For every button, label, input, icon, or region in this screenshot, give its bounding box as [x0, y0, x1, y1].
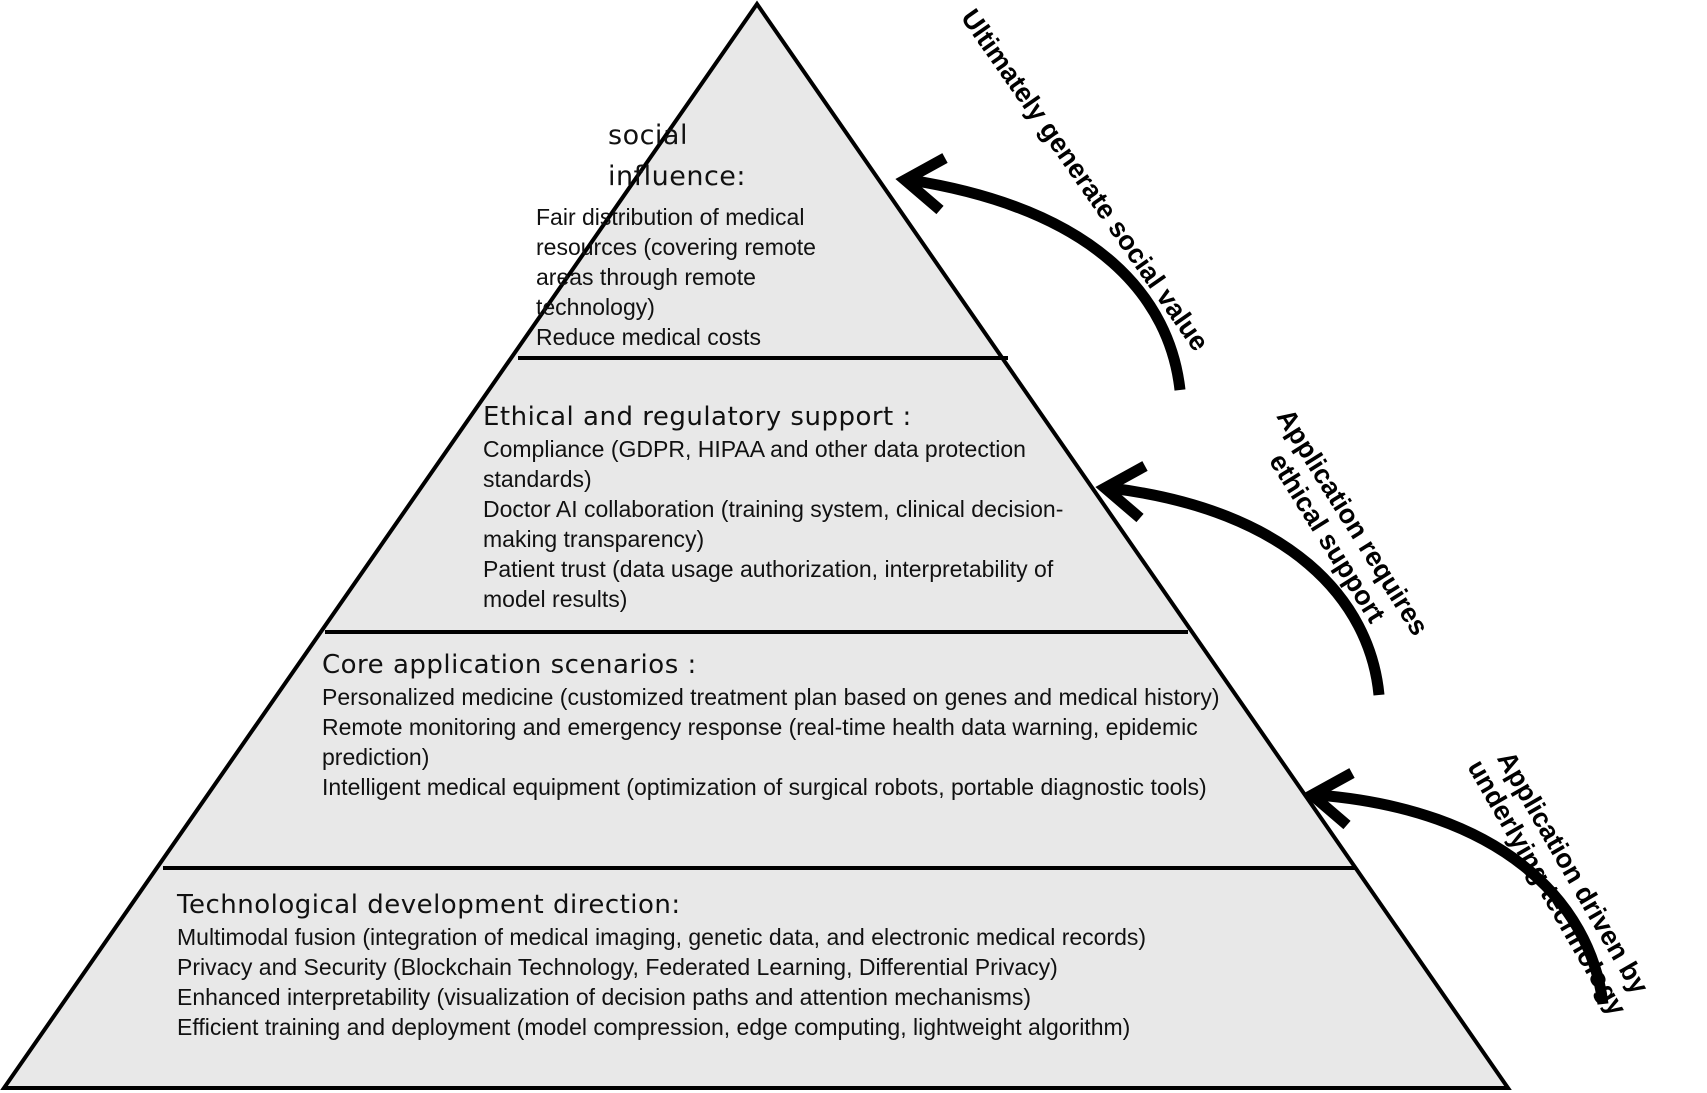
list-item: Reduce medical costs — [536, 324, 761, 350]
level-items: Fair distribution of medical resources (… — [536, 202, 846, 352]
arrow-social-value-head — [895, 153, 948, 215]
level-technological-development: Technological development direction: Mul… — [177, 888, 1297, 1042]
list-item: Compliance (GDPR, HIPAA and other data p… — [483, 436, 1026, 492]
arrow-ethical-support-head — [1095, 461, 1148, 523]
list-item: Fair distribution of medical resources (… — [536, 204, 816, 320]
list-item: Enhanced interpretability (visualization… — [177, 984, 1032, 1010]
level-ethical-support: Ethical and regulatory support : Complia… — [483, 400, 1083, 614]
list-item: Personalized medicine (customized treatm… — [322, 684, 1220, 710]
list-item: Intelligent medical equipment (optimizat… — [322, 774, 1207, 800]
level-heading: Core application scenarios : — [322, 650, 697, 680]
level-social-influence: social influence: Fair distribution of m… — [536, 115, 938, 352]
list-item: Doctor AI collaboration (training system… — [483, 496, 1064, 552]
heading-line: influence: — [608, 161, 747, 192]
list-item: Privacy and Security (Blockchain Technol… — [177, 954, 1058, 980]
arrow-ethical-support — [1109, 482, 1385, 696]
list-item: Patient trust (data usage authorization,… — [483, 556, 1054, 612]
arrow-underlying-technology — [1317, 789, 1609, 1005]
level-heading: Ethical and regulatory support : — [483, 402, 912, 432]
pyramid-shape — [0, 0, 1512, 1090]
heading-line: social — [608, 120, 688, 151]
level-core-application: Core application scenarios : Personalize… — [322, 648, 1302, 802]
list-item: Efficient training and deployment (model… — [177, 1014, 1131, 1040]
list-item: Remote monitoring and emergency response… — [322, 714, 1198, 770]
level-heading: social influence: — [608, 115, 938, 197]
level-heading: Technological development direction: — [177, 890, 681, 920]
arrow-underlying-technology-head — [1302, 768, 1355, 830]
arrow-social-value — [909, 174, 1186, 391]
list-item: Multimodal fusion (integration of medica… — [177, 924, 1147, 950]
